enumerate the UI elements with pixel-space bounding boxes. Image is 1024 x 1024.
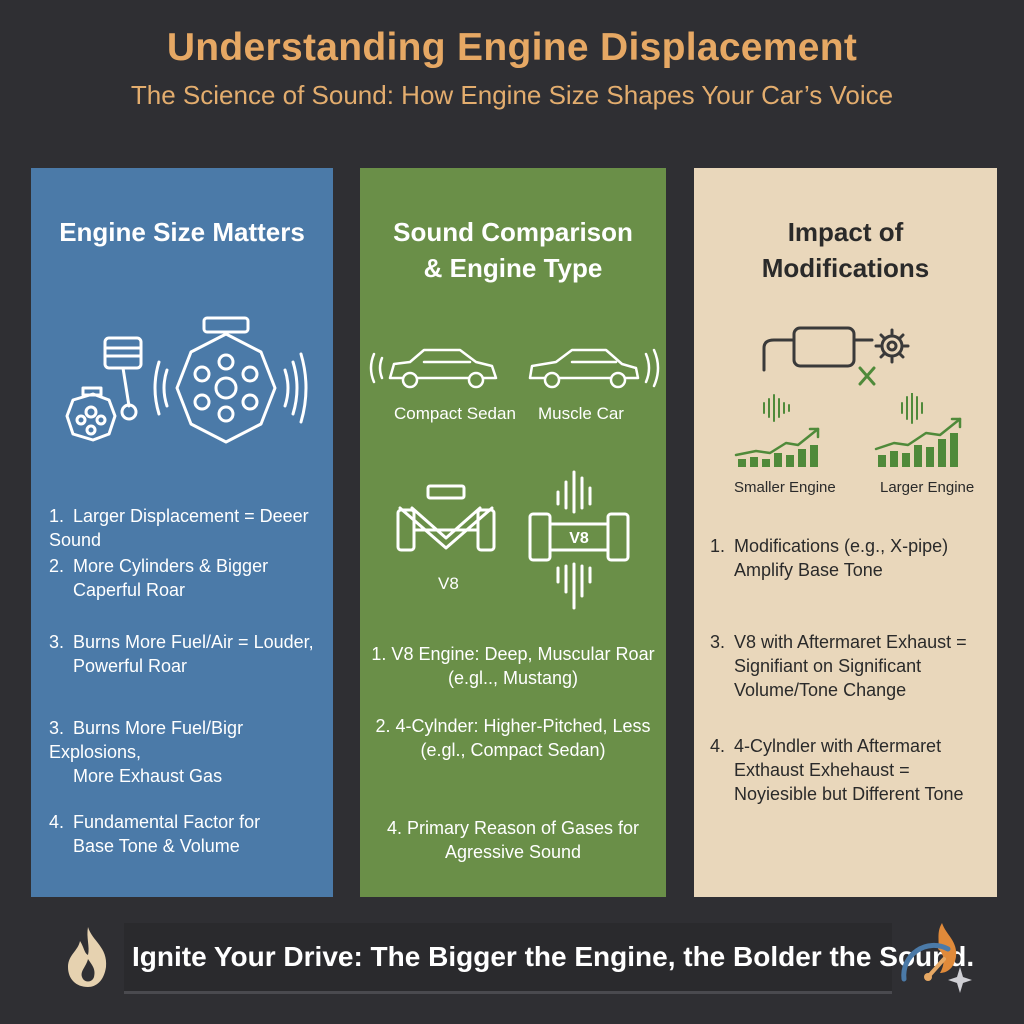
list-item: 3.Burns More Fuel/Bigr Explosions,More E… bbox=[49, 718, 244, 786]
panel-engine-size: Engine Size Matters 1.Larger Displacemen… bbox=[31, 168, 333, 897]
list-item: 2. 4-Cylnder: Higher-Pitched, Less(e.gl.… bbox=[375, 716, 651, 760]
list-item: 1.Larger Displacement = Deeer Sound bbox=[49, 506, 309, 550]
chart-label-smaller-engine: Smaller Engine bbox=[734, 479, 836, 496]
v8-engine-icon: V8 bbox=[396, 470, 630, 610]
page-title: Understanding Engine Displacement bbox=[166, 26, 858, 69]
list-item: 3.V8 with Aftermaret Exhaust =Signifiant… bbox=[710, 632, 967, 700]
footer-tagline: Ignite Your Drive: The Bigger the Engine… bbox=[132, 941, 975, 972]
chart-label-larger-engine: Larger Engine bbox=[880, 479, 975, 496]
list-item: 1. V8 Engine: Deep, Muscular Roar(e.gl..… bbox=[371, 644, 655, 688]
panel-heading: Sound Comparison & Engine Type bbox=[393, 217, 633, 283]
flame-icon bbox=[68, 927, 107, 987]
v8-badge-label: V8 bbox=[569, 530, 589, 547]
speedometer-flame-icon bbox=[901, 923, 972, 993]
engine-piston-icon bbox=[65, 316, 308, 444]
car-comparison-icon bbox=[369, 348, 660, 389]
car-label-muscle-car: Muscle Car bbox=[538, 404, 624, 423]
header: Understanding Engine Displacement The Sc… bbox=[0, 26, 1024, 111]
volume-charts-icon bbox=[734, 393, 962, 467]
panel-sound-comparison: Sound Comparison & Engine Type Compact S… bbox=[360, 168, 666, 897]
car-label-compact-sedan: Compact Sedan bbox=[394, 404, 516, 423]
exhaust-gear-icon bbox=[762, 326, 910, 386]
page-subtitle: The Science of Sound: How Engine Size Sh… bbox=[130, 80, 894, 110]
footer: Ignite Your Drive: The Bigger the Engine… bbox=[62, 923, 974, 995]
list-item: 1.Modifications (e.g., X-pipe)Amplify Ba… bbox=[710, 536, 949, 580]
list-item: 3.Burns More Fuel/Air = Louder,Powerful … bbox=[49, 632, 314, 676]
footer-banner bbox=[124, 923, 892, 994]
panel-modifications: Impact of Modifications bbox=[694, 168, 997, 897]
panel-heading: Impact of Modifications bbox=[761, 217, 930, 283]
panel-heading: Engine Size Matters bbox=[59, 217, 305, 247]
engine-label-v8: V8 bbox=[438, 574, 459, 593]
